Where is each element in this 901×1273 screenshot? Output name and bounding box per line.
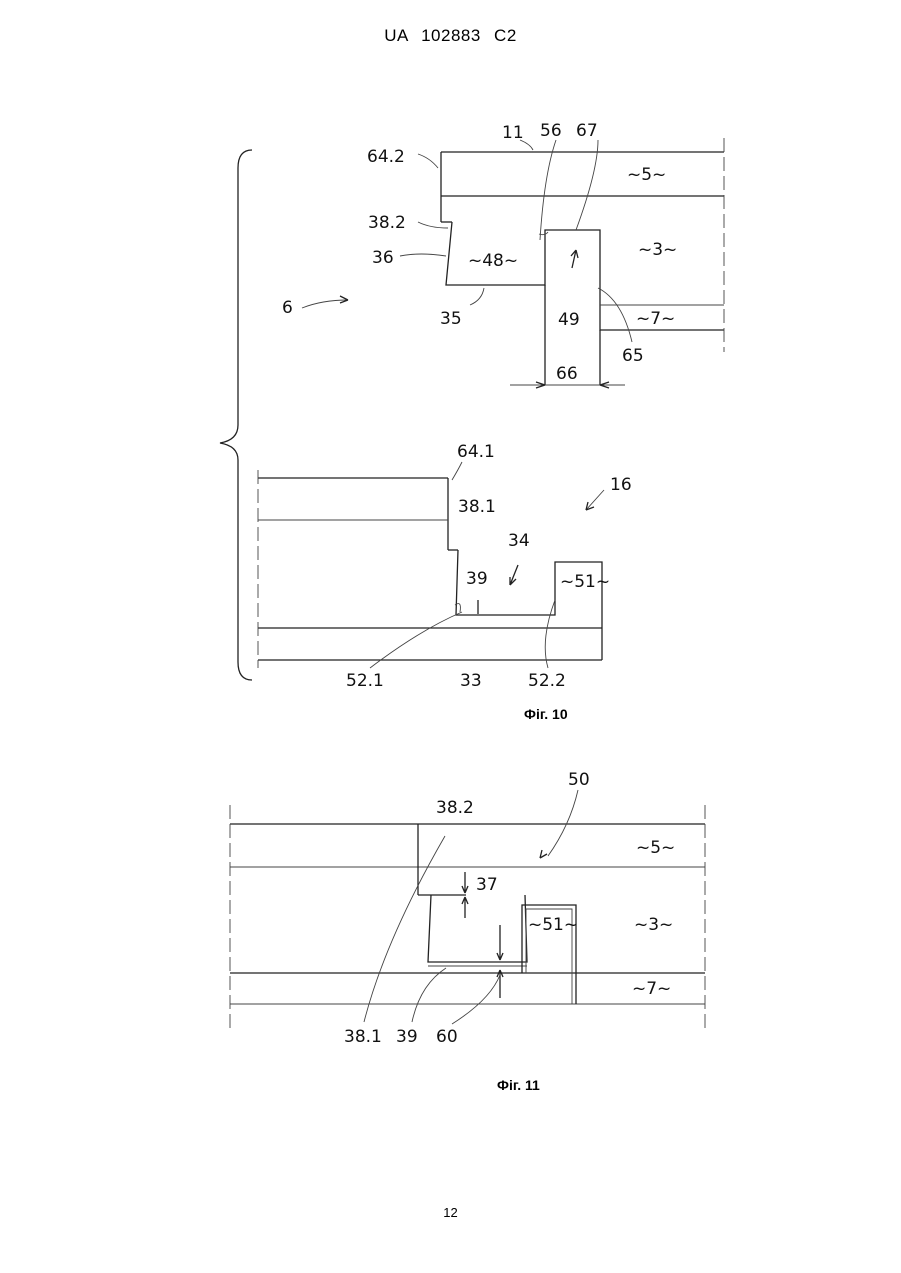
label-3-fig11: ~3~	[634, 915, 673, 935]
label-38-1: 38.1	[458, 497, 496, 517]
label-5-fig11: ~5~	[636, 838, 675, 858]
label-64-2: 64.2	[367, 147, 405, 167]
label-38-2: 38.2	[368, 213, 406, 233]
label-52-1: 52.1	[346, 671, 384, 691]
label-16: 16	[610, 475, 632, 495]
label-39: 39	[466, 569, 488, 589]
figure-10-drawing: 11 56 67 64.2 ~5~ 38.2 36 ~48~ ~3~ 6 49 …	[220, 121, 724, 691]
label-51: ~51~	[560, 572, 610, 592]
label-64-1: 64.1	[457, 442, 495, 462]
label-7: ~7~	[636, 309, 675, 329]
label-60: 60	[436, 1027, 458, 1047]
figure-11-caption: Фіг. 11	[497, 1077, 540, 1093]
label-66: 66	[556, 364, 578, 384]
label-3: ~3~	[638, 240, 677, 260]
label-35: 35	[440, 309, 462, 329]
label-56: 56	[540, 121, 562, 141]
label-39-fig11: 39	[396, 1027, 418, 1047]
label-7-fig11: ~7~	[632, 979, 671, 999]
page-number: 12	[0, 1205, 901, 1220]
label-65: 65	[622, 346, 644, 366]
label-34: 34	[508, 531, 530, 551]
figure-11-drawing: 50 38.2 ~5~ 37 ~51~ ~3~ ~7~ 38.1 39 60	[230, 770, 705, 1047]
label-48: ~48~	[468, 251, 518, 271]
figure-10-caption: Фіг. 10	[524, 706, 568, 722]
label-51-fig11: ~51~	[528, 915, 578, 935]
label-50: 50	[568, 770, 590, 790]
label-52-2: 52.2	[528, 671, 566, 691]
label-5: ~5~	[627, 165, 666, 185]
label-67: 67	[576, 121, 598, 141]
label-38-1-fig11: 38.1	[344, 1027, 382, 1047]
label-6: 6	[282, 298, 293, 318]
label-37: 37	[476, 875, 498, 895]
label-49: 49	[558, 310, 580, 330]
label-38-2-fig11: 38.2	[436, 798, 474, 818]
label-11: 11	[502, 123, 524, 143]
label-36: 36	[372, 248, 394, 268]
label-33: 33	[460, 671, 482, 691]
